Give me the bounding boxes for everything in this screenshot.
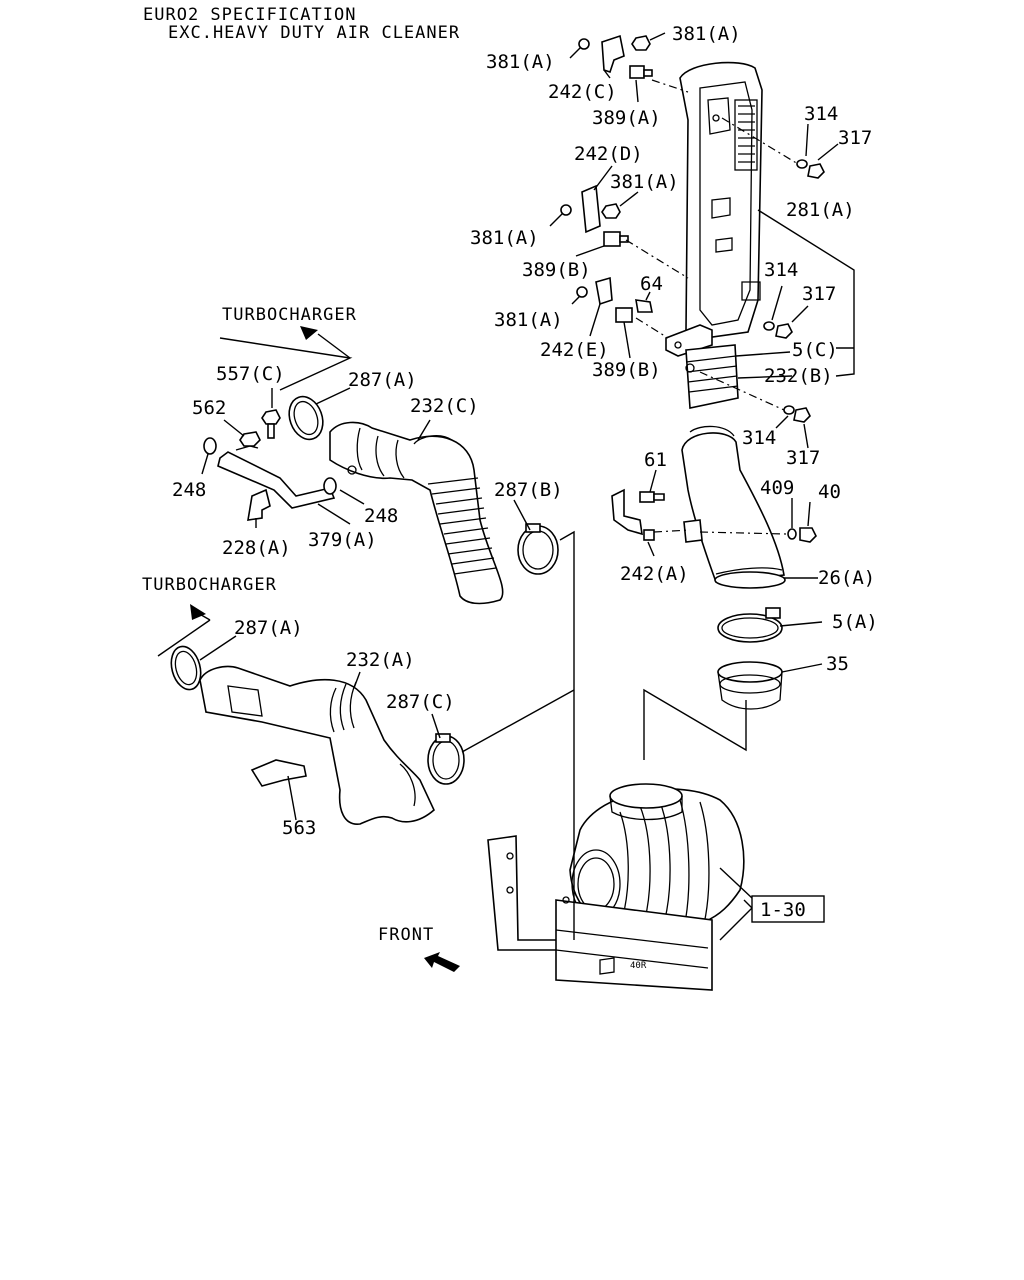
callout-287a-upper[interactable]: 287(A) <box>348 369 417 391</box>
callout-26a[interactable]: 26(A) <box>818 567 875 589</box>
callout-381a-mid-right[interactable]: 381(A) <box>610 171 679 193</box>
air-cleaner-assembly: 40R <box>487 783 745 991</box>
reference-box-1-30[interactable]: 1-30 <box>751 895 825 923</box>
callout-228a[interactable]: 228(A) <box>222 537 291 559</box>
intake-hose-232c <box>329 421 504 605</box>
hose-clamp-287c <box>427 733 465 785</box>
callout-557c[interactable]: 557(C) <box>216 363 285 385</box>
callout-389a[interactable]: 389(A) <box>592 107 661 129</box>
callout-287a-lower[interactable]: 287(A) <box>234 617 303 639</box>
callout-242c[interactable]: 242(C) <box>548 81 617 103</box>
turbocharger-note-lower: TURBOCHARGER <box>142 575 277 595</box>
reference-box-label: 1-30 <box>760 899 806 921</box>
callout-317-top[interactable]: 317 <box>838 127 872 149</box>
hose-clamp-287a-upper <box>288 395 324 441</box>
mid-bracket-242d <box>560 184 629 247</box>
washer-nut-set-top <box>796 159 825 179</box>
callout-232a[interactable]: 232(A) <box>346 649 415 671</box>
callout-232c[interactable]: 232(C) <box>410 395 479 417</box>
hose-clip-248-left <box>203 437 217 455</box>
hose-clamp-287b <box>517 523 559 575</box>
callout-248-right[interactable]: 248 <box>364 505 398 527</box>
callout-389b-upper[interactable]: 389(B) <box>522 259 591 281</box>
callout-317-mid[interactable]: 317 <box>802 283 836 305</box>
callout-562[interactable]: 562 <box>192 397 226 419</box>
callout-287b[interactable]: 287(B) <box>494 479 563 501</box>
callout-563[interactable]: 563 <box>282 817 316 839</box>
bolt-557c <box>261 409 281 439</box>
callout-5a[interactable]: 5(A) <box>832 611 878 633</box>
hose-clamp-287a-lower <box>170 645 202 691</box>
callout-314-top[interactable]: 314 <box>804 103 838 125</box>
callout-281a[interactable]: 281(A) <box>786 199 855 221</box>
callout-287c[interactable]: 287(C) <box>386 691 455 713</box>
air-intake-duct-281a <box>665 61 763 357</box>
clip-228a <box>247 488 271 521</box>
leader-lines <box>157 32 855 972</box>
callout-35[interactable]: 35 <box>826 653 849 675</box>
seal-ring-35 <box>717 661 783 710</box>
header-line-2: EXC.HEAVY DUTY AIR CLEANER <box>168 23 460 43</box>
callout-5c[interactable]: 5(C) <box>792 339 838 361</box>
callout-242a[interactable]: 242(A) <box>620 563 689 585</box>
elbow-duct-26a <box>681 425 786 589</box>
washer-nut-set-mid <box>763 321 793 339</box>
hose-clip-248-right <box>323 477 337 495</box>
hose-clamp-5a <box>717 607 783 643</box>
washer-nut-set-low <box>783 405 811 423</box>
callout-64[interactable]: 64 <box>640 273 663 295</box>
front-direction-note: FRONT <box>378 925 434 945</box>
svg-text:40R: 40R <box>630 961 647 971</box>
upper-bracket-242c <box>578 34 653 79</box>
lower-bracket-242e <box>576 276 653 323</box>
callout-242e[interactable]: 242(E) <box>540 339 609 361</box>
nut-562 <box>239 431 261 447</box>
callout-40[interactable]: 40 <box>818 481 841 503</box>
washer-409-nut-40 <box>787 527 817 543</box>
bracket-242a <box>611 488 665 541</box>
callout-381a-top-left[interactable]: 381(A) <box>486 51 555 73</box>
turbocharger-note-upper: TURBOCHARGER <box>222 305 357 325</box>
callout-381a-mid-left[interactable]: 381(A) <box>470 227 539 249</box>
header-line-1: EURO2 SPECIFICATION <box>143 5 356 25</box>
callout-409[interactable]: 409 <box>760 477 794 499</box>
callout-61[interactable]: 61 <box>644 449 667 471</box>
callout-labels: 381(A) 381(A) 242(C) 389(A) 314 317 242(… <box>172 23 878 839</box>
hose-379a <box>217 451 336 509</box>
callout-314-low[interactable]: 314 <box>742 427 776 449</box>
callout-242d[interactable]: 242(D) <box>574 143 643 165</box>
callout-232b[interactable]: 232(B) <box>764 365 833 387</box>
callout-381a-low[interactable]: 381(A) <box>494 309 563 331</box>
callout-314-mid[interactable]: 314 <box>764 259 798 281</box>
callout-381a-top-right[interactable]: 381(A) <box>672 23 741 45</box>
callout-389b-lower[interactable]: 389(B) <box>592 359 661 381</box>
bracket-563 <box>250 759 307 787</box>
callout-317-low[interactable]: 317 <box>786 447 820 469</box>
callout-248-left[interactable]: 248 <box>172 479 206 501</box>
bellows-hose-232b <box>685 344 739 409</box>
callout-379a[interactable]: 379(A) <box>308 529 377 551</box>
